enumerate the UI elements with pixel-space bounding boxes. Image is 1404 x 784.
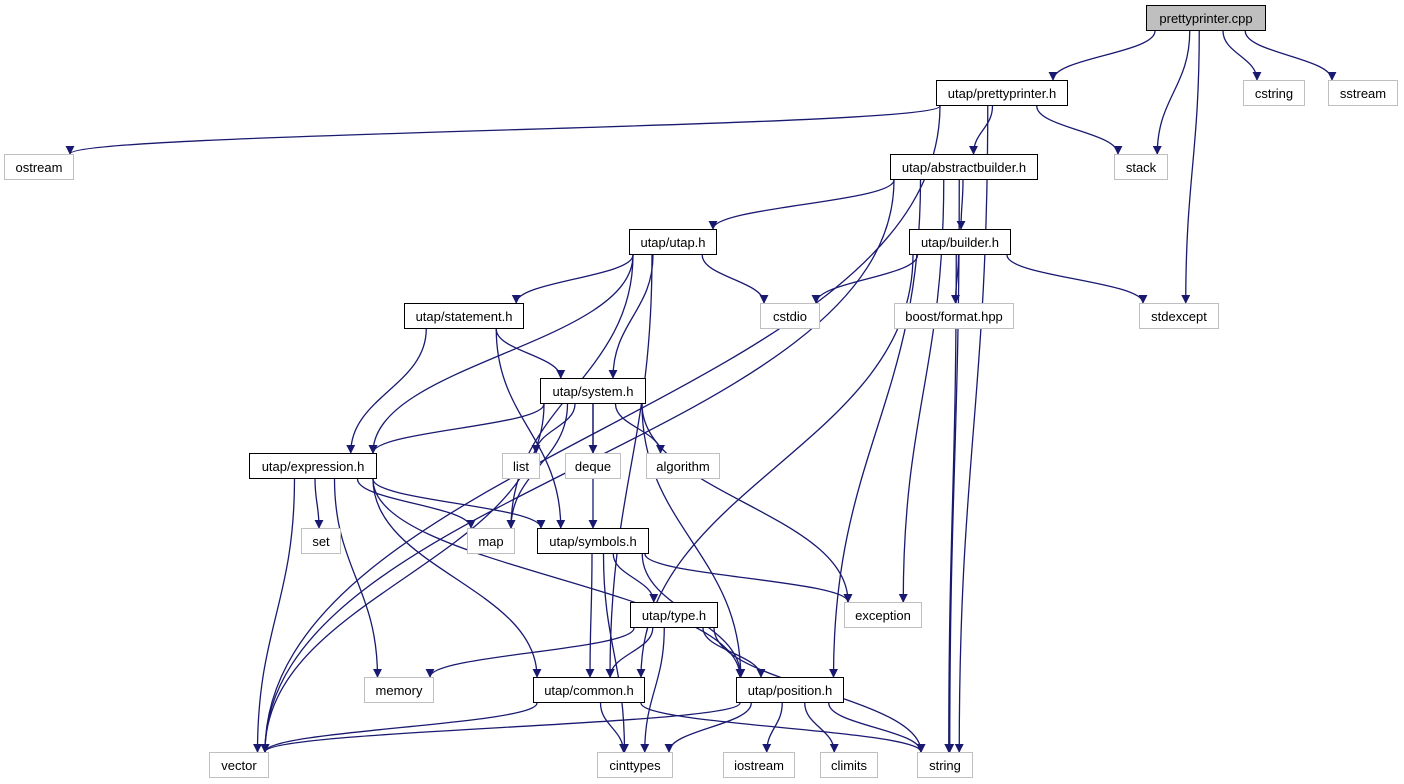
edge-utap_h-to-cstdio (701, 254, 769, 304)
edge-statement_h-to-symbols_h (495, 328, 566, 529)
node-utap-type-h[interactable]: utap/type.h (630, 602, 718, 628)
edge-expression_h-to-symbols_h (372, 478, 546, 529)
edge-expression_h-to-position_h (372, 478, 745, 678)
node-utap-expression-h[interactable]: utap/expression.h (249, 453, 377, 479)
edge-type_h-to-cinttypes (640, 627, 665, 753)
edge-symbols_h-to-cinttypes (602, 553, 630, 753)
edge-pp_h-to-ostream (65, 105, 941, 155)
edge-pp_h-to-vector (260, 105, 941, 753)
edge-root-to-sstream (1244, 30, 1337, 81)
edge-common_h-to-vector (260, 702, 538, 753)
edge-builder_h-to-cstdio (811, 254, 919, 304)
edge-expression_h-to-vector (252, 478, 296, 753)
node-map: map (467, 528, 515, 554)
node-prettyprinter-cpp[interactable]: prettyprinter.cpp (1146, 5, 1266, 31)
edge-ab_h-to-string (945, 179, 960, 753)
node-stack: stack (1114, 154, 1168, 180)
node-set: set (301, 528, 341, 554)
edge-type_h-to-common_h (605, 627, 654, 678)
node-exception: exception (844, 602, 922, 628)
node-utap-utap-h[interactable]: utap/utap.h (629, 229, 717, 255)
edge-system_h-to-exception (641, 403, 853, 603)
edge-system_h-to-algorithm (614, 403, 666, 454)
edge-utap_h-to-statement_h (511, 254, 634, 304)
node-stdexcept: stdexcept (1139, 303, 1219, 329)
edge-expression_h-to-common_h (372, 478, 542, 678)
node-boost-format-hpp: boost/format.hpp (894, 303, 1014, 329)
node-memory: memory (364, 677, 434, 703)
node-ostream: ostream (4, 154, 74, 180)
node-utap-prettyprinter-h[interactable]: utap/prettyprinter.h (936, 80, 1068, 106)
edge-root-to-cstring (1222, 30, 1262, 81)
edge-pp_h-to-stack (1036, 105, 1123, 155)
edge-pp_h-to-ab_h (968, 105, 994, 155)
node-utap-position-h[interactable]: utap/position.h (736, 677, 844, 703)
edge-position_h-to-vector (260, 702, 741, 753)
node-algorithm: algorithm (646, 453, 720, 479)
node-deque: deque (565, 453, 621, 479)
edge-position_h-to-cinttypes (664, 702, 752, 753)
node-climits: climits (820, 752, 878, 778)
node-cstring: cstring (1243, 80, 1305, 106)
edge-root-to-pp_h (1048, 30, 1156, 81)
node-cstdio: cstdio (760, 303, 820, 329)
edge-ab_h-to-builder_h (956, 179, 966, 230)
edge-common_h-to-cinttypes (599, 702, 629, 753)
node-utap-builder-h[interactable]: utap/builder.h (909, 229, 1011, 255)
edge-builder_h-to-stdexcept (1006, 254, 1148, 304)
edge-root-to-stack (1152, 30, 1191, 155)
edge-position_h-to-string (828, 702, 926, 753)
edge-symbols_h-to-exception (644, 553, 853, 603)
node-vector: vector (209, 752, 269, 778)
edge-statement_h-to-expression_h (346, 328, 427, 454)
edge-system_h-to-position_h (641, 403, 746, 678)
edge-system_h-to-expression_h (368, 403, 545, 454)
node-utap-symbols-h[interactable]: utap/symbols.h (537, 528, 649, 554)
edge-expression_h-to-map (356, 478, 476, 529)
edge-symbols_h-to-type_h (612, 553, 659, 603)
edge-ab_h-to-utap_h (708, 179, 895, 230)
node-iostream: iostream (723, 752, 795, 778)
node-cinttypes: cinttypes (597, 752, 673, 778)
edge-utap_h-to-common_h (605, 254, 653, 678)
edge-position_h-to-climits (804, 702, 839, 753)
edge-common_h-to-string (640, 702, 926, 753)
edge-utap_h-to-expression_h (368, 254, 634, 454)
edge-type_h-to-position_h (702, 627, 766, 678)
edge-type_h-to-memory (425, 627, 635, 678)
node-string: string (917, 752, 973, 778)
edge-position_h-to-iostream (762, 702, 783, 753)
edge-builder_h-to-string (944, 254, 957, 753)
node-utap-system-h[interactable]: utap/system.h (540, 378, 646, 404)
edge-expression_h-to-memory (333, 478, 383, 678)
node-utap-common-h[interactable]: utap/common.h (533, 677, 645, 703)
edge-pp_h-to-string (954, 105, 989, 753)
edge-expression_h-to-set (314, 478, 324, 529)
node-utap-statement-h[interactable]: utap/statement.h (404, 303, 524, 329)
edge-statement_h-to-system_h (495, 328, 566, 379)
edge-system_h-to-list (531, 403, 576, 454)
edge-root-to-stdexcept (1181, 30, 1200, 304)
node-list: list (502, 453, 540, 479)
edge-ab_h-to-position_h (828, 179, 922, 678)
edge-symbols_h-to-common_h (585, 553, 595, 678)
node-utap-abstractbuilder-h[interactable]: utap/abstractbuilder.h (890, 154, 1038, 180)
node-sstream: sstream (1328, 80, 1398, 106)
